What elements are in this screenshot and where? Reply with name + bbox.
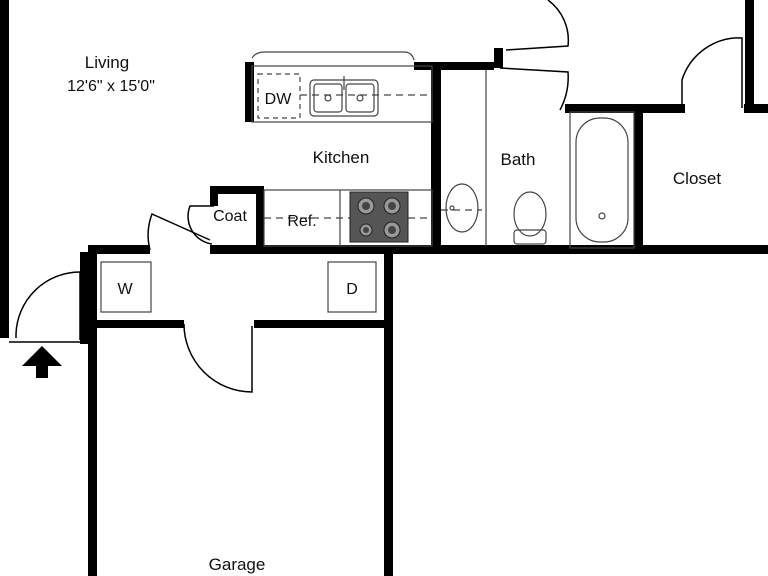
bathtub-inner [575,117,629,243]
dryer-label: D [346,281,358,298]
garage-door[interactable] [183,323,253,393]
kitchen-sink-drain-left [324,94,332,102]
bath-sink [445,183,479,233]
wall-garage-left [88,320,97,576]
wall-bath-top [494,48,503,68]
kitchen-sink-left-bowl [313,83,343,113]
entry-door[interactable] [15,271,81,338]
wall-entry-right [80,252,89,344]
cooktop [349,191,409,243]
wall-closet-left [634,106,643,251]
wall-coat-top [210,186,263,194]
dishwasher-label: DW [265,91,293,108]
burner-1-inner [362,202,370,210]
upper-counter [251,51,415,61]
garage-label: Garage [209,555,266,574]
dryer [327,261,377,313]
laundry-door[interactable] [147,212,211,251]
living-door[interactable] [505,0,570,51]
toilet-tank [513,229,547,245]
cooktop-body [349,191,409,243]
bath-door[interactable] [499,67,569,111]
toilet-bowl [513,191,547,237]
coat-label: Coat [213,208,247,225]
burner-4-inner [388,226,396,234]
wall-garage-right [384,250,393,576]
wall-closet-top [565,104,685,113]
bath-fixtures [445,70,635,249]
wall-coat-right [256,186,264,250]
kitchen-sink [309,76,379,117]
doors [9,0,743,393]
laundry [100,261,377,313]
wall-laundry-left [88,245,97,326]
wall-kitchen-stub [245,62,254,122]
wall-kitchen-top [414,62,494,70]
coat-door[interactable] [187,205,214,245]
wall-living-left [0,0,9,338]
kitchen-sink-right-bowl [345,83,375,113]
bath-sink-drain [449,205,455,211]
dishwasher [257,73,301,119]
kitchen-label: Kitchen [313,148,370,167]
refrigerator-label: Ref. [287,213,316,230]
wall-laundry-bottom-left [88,320,184,328]
washer [100,261,152,313]
wall-closet-top-right [744,104,768,113]
wall-laundry-bottom-right [254,320,390,328]
upper-counter-body [251,65,433,123]
living-size: 12'6" x 15'0" [67,78,155,95]
burner-2-inner [388,202,396,210]
wall-laundry-top-2 [210,245,768,254]
kitchen-counters [251,51,482,247]
wall-laundry-top [88,245,150,254]
wall-coat-left [210,186,218,206]
living-label: Living [85,53,129,72]
bath-label: Bath [501,150,536,169]
burner-3-inner [363,227,369,233]
wall-closet-right [745,0,754,110]
bathtub-outer [569,111,635,249]
washer-label: W [117,281,133,298]
wall-kitchen-bath [431,62,441,250]
kitchen-sink-drain-right [356,94,364,102]
entry-arrow-icon [22,346,62,378]
closet-door[interactable] [681,37,743,108]
bathtub-drain [598,212,606,220]
closet-label: Closet [673,169,721,188]
